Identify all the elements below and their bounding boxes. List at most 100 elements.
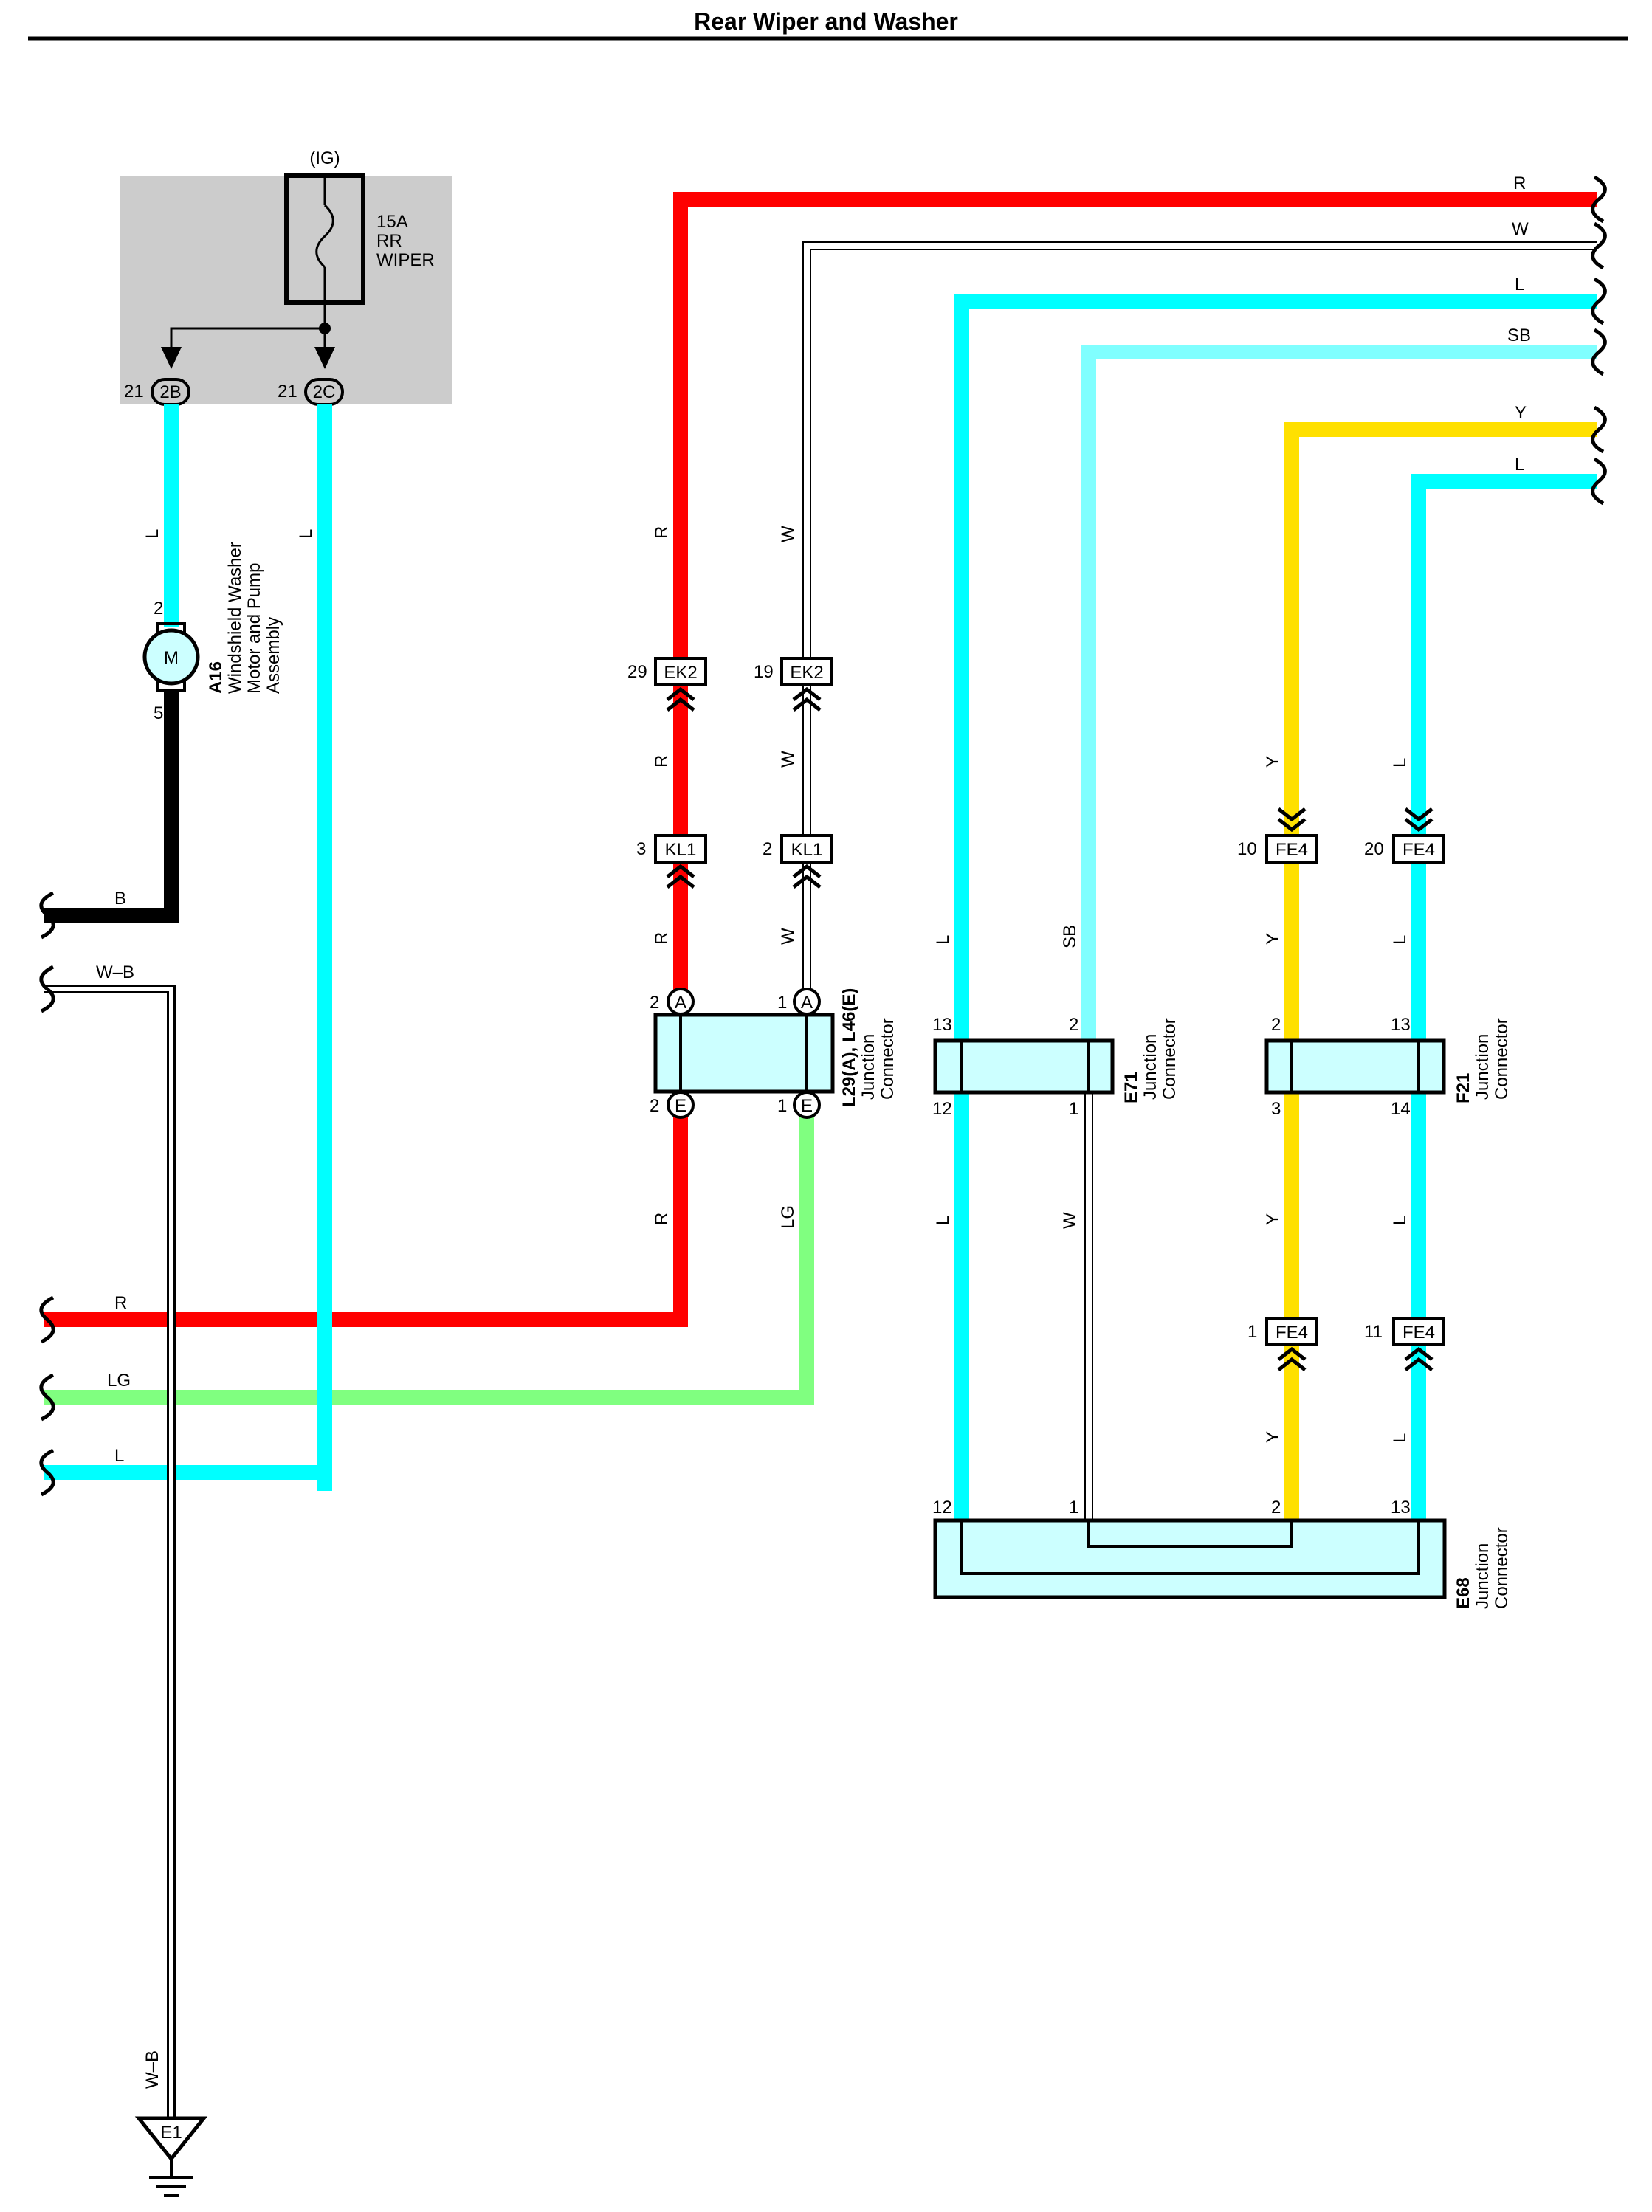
wire-label: L <box>933 1216 953 1225</box>
junction-name-1: Junction <box>1473 1034 1493 1100</box>
pin-2b-number: 21 <box>124 382 144 402</box>
ground-icon <box>134 2116 208 2163</box>
chevron-up-icon <box>1404 1346 1434 1371</box>
wire-label: L <box>1390 1433 1410 1443</box>
junction-pin-number: 12 <box>932 1099 952 1119</box>
wire-l-1 <box>954 294 1597 1520</box>
junction-pin-number: 13 <box>932 1015 952 1035</box>
motor-pin-bottom: 5 <box>154 703 163 723</box>
junction-code: F21 <box>1453 1073 1473 1103</box>
wire-label: Y <box>1515 403 1527 423</box>
wire-label: L <box>1390 935 1410 945</box>
connector-pin-number: 2 <box>763 839 772 859</box>
wire-label: W <box>778 526 798 542</box>
chevron-up-icon <box>792 864 822 889</box>
wire-label: W–B <box>142 2050 162 2089</box>
connector-pin-number: 20 <box>1364 839 1384 859</box>
connector-id: KL1 <box>791 840 823 860</box>
wire-label: SB <box>1507 325 1531 345</box>
connector-ek2-r: 29 EK2 <box>627 657 707 712</box>
diagram-title: Rear Wiper and Washer <box>694 8 958 35</box>
terminal-arrow-icon <box>161 347 182 369</box>
fuse-icon <box>315 204 334 269</box>
connector-kl1-r: 3 KL1 <box>636 834 707 889</box>
connector-ek2-w: 19 EK2 <box>754 657 833 712</box>
connector-id: EK2 <box>664 663 697 683</box>
pin-2c-number: 21 <box>278 382 297 402</box>
fuse-source-label: (IG) <box>309 148 340 168</box>
wire-w-b <box>44 985 176 2118</box>
junction-name-1: Junction <box>858 1034 878 1100</box>
junction-pin-number: 13 <box>1391 1498 1411 1517</box>
wire-label: R <box>652 755 672 768</box>
connector-pin-number: 3 <box>636 839 646 859</box>
wire-l-2c <box>44 404 332 1480</box>
right-break-marks <box>1591 175 1607 506</box>
junction-name-1: Junction <box>1473 1543 1493 1609</box>
fuse-name-2: WIPER <box>376 250 435 270</box>
motor-symbol: M <box>164 648 179 668</box>
junction-name-2: Connector <box>878 1018 898 1100</box>
connector-kl1-w: 2 KL1 <box>763 834 833 889</box>
wire-label: L <box>142 529 162 539</box>
pin-2c-id: 2C <box>313 382 336 402</box>
junction-pin-number: 12 <box>932 1498 952 1517</box>
junction-pin-number: 1 <box>777 993 787 1013</box>
junction-pin-id: A <box>675 993 686 1013</box>
connector-pin-number: 1 <box>1247 1322 1257 1342</box>
ground-id: E1 <box>160 2123 182 2143</box>
chevron-up-icon <box>666 686 695 712</box>
wire-label: R <box>652 932 672 945</box>
connector-fe4-y-top: 10 FE4 <box>1237 807 1318 864</box>
motor-icon <box>142 628 200 686</box>
connector-pin-number: 29 <box>627 662 647 682</box>
wire-label: LG <box>107 1371 131 1391</box>
junction-e68: 12 1 2 13 E68 Junction Connector <box>932 1498 1512 1609</box>
junction-pin-id: A <box>801 993 813 1013</box>
wire-label: Y <box>1263 933 1283 945</box>
wire-b <box>44 690 179 923</box>
wire-label: R <box>652 1213 672 1225</box>
chevron-down-icon <box>1277 807 1307 833</box>
motor-name-2: Motor and Pump <box>244 563 264 694</box>
junction-code: L29(A), L46(E) <box>839 988 859 1107</box>
wire-label: Y <box>1263 756 1283 768</box>
connector-fe4-l-bottom: 11 FE4 <box>1364 1317 1445 1371</box>
connector-id: FE4 <box>1276 840 1308 860</box>
connector-id: FE4 <box>1403 840 1435 860</box>
junction-pin-number: 2 <box>650 993 659 1013</box>
wire-label: Y <box>1263 1213 1283 1225</box>
junction-pin-number: 2 <box>1271 1015 1281 1035</box>
wire-label: Y <box>1263 1431 1283 1443</box>
chevron-up-icon <box>666 864 695 889</box>
wire-r <box>673 192 1597 1007</box>
fuse-name-1: RR <box>376 231 402 251</box>
wire-label: R <box>652 526 672 539</box>
junction-e71: 13 2 12 1 E71 Junction Connector <box>932 1015 1180 1119</box>
wire-label: L <box>1390 758 1410 768</box>
junction-pin-number: 1 <box>777 1096 787 1116</box>
terminal-arrow-icon <box>314 347 335 369</box>
junction-name-2: Connector <box>1160 1018 1180 1100</box>
washer-motor: M 2 5 A16 Windshield Washer Motor and Pu… <box>142 542 283 723</box>
wire-label: L <box>1515 455 1524 475</box>
fuse-rating: 15A <box>376 212 408 232</box>
chevron-up-icon <box>1277 1346 1307 1371</box>
junction-pin-number: 2 <box>1069 1015 1078 1035</box>
connector-id: EK2 <box>790 663 823 683</box>
junction-code: E68 <box>1453 1577 1473 1609</box>
junction-l29-l46: A 2 A 1 E 2 E 1 L29(A), L46(E) Junction … <box>650 988 898 1119</box>
wire-label: W <box>778 928 798 945</box>
ground-e1: E1 <box>134 2116 208 2197</box>
motor-code: A16 <box>206 661 226 694</box>
junction-f21: 2 13 3 14 F21 Junction Connector <box>1264 1015 1512 1119</box>
junction-pin-number: 2 <box>650 1096 659 1116</box>
junction-name-1: Junction <box>1140 1034 1160 1100</box>
junction-pin-number: 1 <box>1069 1099 1078 1119</box>
motor-name-1: Windshield Washer <box>225 542 245 694</box>
connector-pin-number: 11 <box>1364 1322 1383 1342</box>
wire-label: L <box>114 1446 124 1466</box>
junction-pin-number: 3 <box>1271 1099 1281 1119</box>
wire-label: W <box>1060 1212 1080 1229</box>
